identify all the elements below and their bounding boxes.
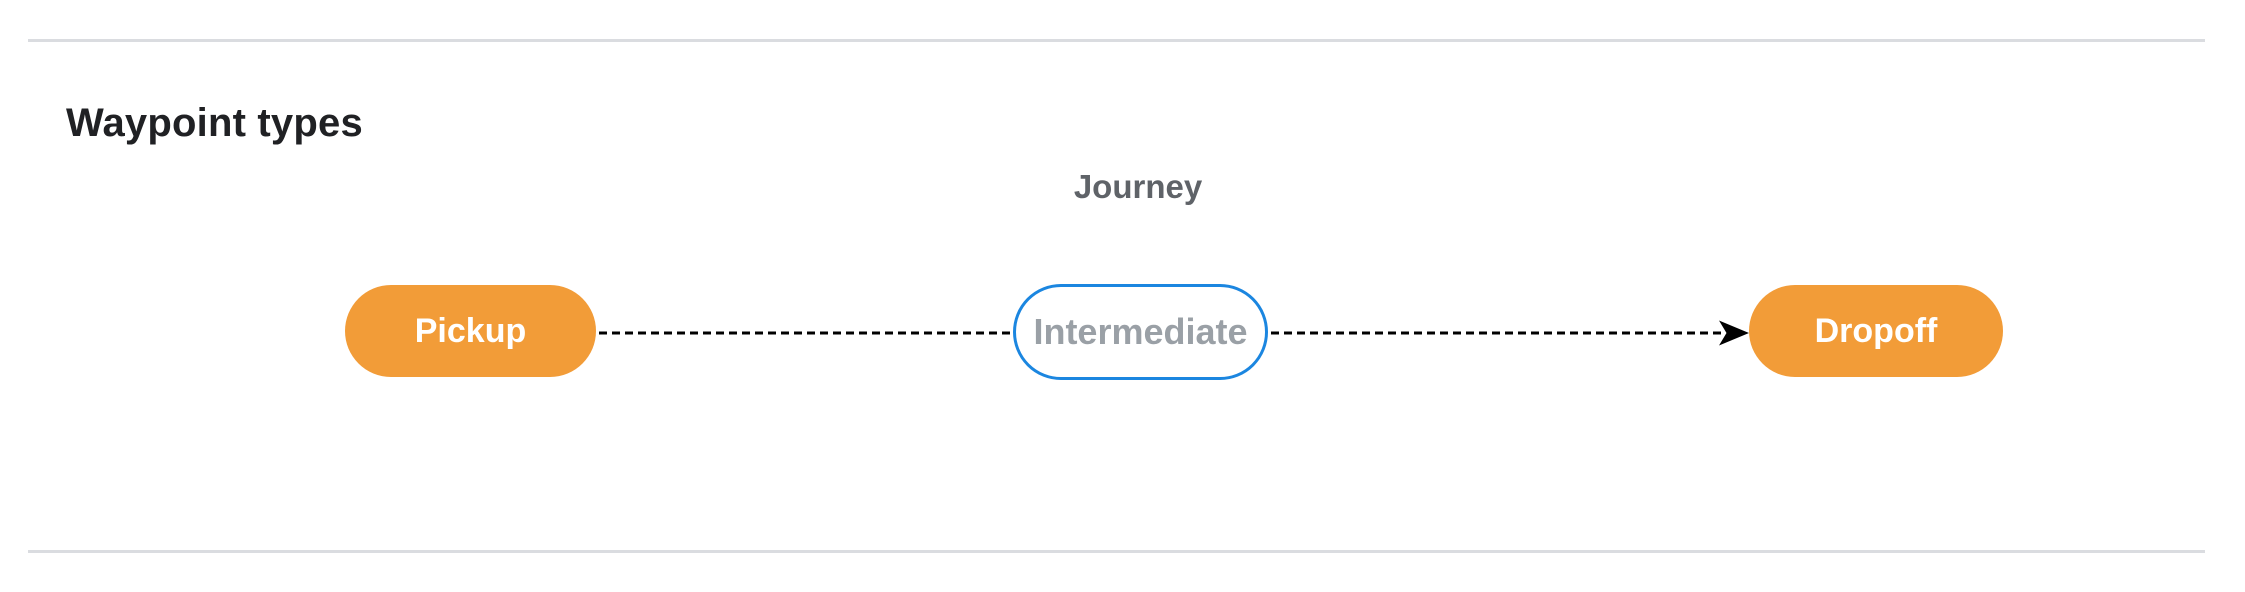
arrowhead-icon <box>1719 320 1749 346</box>
node-dropoff-label: Dropoff <box>1814 311 1938 350</box>
journey-label: Journey <box>1073 168 1203 205</box>
node-pickup: Pickup <box>345 285 596 377</box>
page-title: Waypoint types <box>66 101 363 146</box>
node-intermediate: Intermediate <box>1013 284 1268 380</box>
node-dropoff: Dropoff <box>1749 285 2003 377</box>
top-divider <box>28 39 2205 42</box>
node-intermediate-label: Intermediate <box>1033 311 1248 352</box>
bottom-divider <box>28 550 2205 553</box>
node-pickup-label: Pickup <box>414 311 527 350</box>
